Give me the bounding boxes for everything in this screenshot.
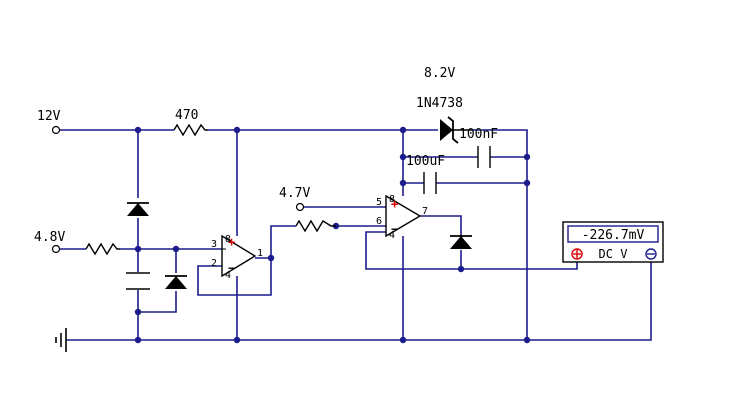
capacitor-100uf[interactable] — [423, 172, 437, 194]
meter-mode: DC V — [599, 247, 628, 261]
resistor-input[interactable] — [85, 242, 120, 256]
meter-reading: -226.7mV — [582, 228, 645, 243]
diode-output[interactable] — [450, 235, 472, 249]
label-4-8v: 4.8V — [34, 230, 65, 245]
label-12v: 12V — [37, 109, 61, 124]
opamp2-pin-vplus: 8 — [389, 194, 395, 205]
opamp2-pin-vminus: 4 — [389, 230, 395, 241]
multimeter[interactable]: -226.7mV DC V — [562, 221, 664, 263]
junction-node — [399, 126, 407, 134]
capacitor-left[interactable] — [126, 272, 150, 290]
opamp1-pin-vplus: 8 — [225, 234, 231, 245]
terminal-4-7v[interactable] — [295, 202, 305, 212]
label-cap-100uf: 100uF — [406, 154, 445, 169]
junction-node — [233, 126, 241, 134]
ground-symbol — [55, 328, 67, 352]
diode-left[interactable] — [127, 202, 149, 216]
label-resistor-470: 470 — [175, 108, 198, 123]
svg-text:+: + — [391, 197, 398, 211]
junction-node — [523, 336, 531, 344]
opamp2-pin-out: 7 — [422, 206, 428, 217]
junction-node — [399, 179, 407, 187]
opamp-2[interactable]: + − 5 6 7 8 4 — [376, 194, 428, 241]
junction-node — [172, 245, 180, 253]
terminal-4-8v[interactable] — [51, 244, 61, 254]
opamp2-pin-minus: 6 — [376, 216, 382, 227]
opamp2-pin-plus: 5 — [376, 197, 382, 208]
opamp1-pin-vminus: 4 — [225, 270, 231, 281]
capacitor-100nf[interactable] — [477, 146, 491, 168]
label-zener-voltage: 8.2V — [424, 66, 455, 81]
terminal-12v[interactable] — [51, 125, 61, 135]
junction-node — [134, 308, 142, 316]
opamp1-pin-minus: 2 — [211, 258, 217, 269]
junction-node — [523, 179, 531, 187]
junction-node — [457, 265, 465, 273]
junction-node — [134, 245, 142, 253]
wires — [58, 129, 652, 341]
opamp1-pin-plus: 3 — [211, 239, 217, 250]
opamp1-pin-out: 1 — [257, 248, 263, 259]
junction-node — [134, 336, 142, 344]
input-terminals — [51, 125, 305, 254]
meter-positive-terminal-icon[interactable] — [571, 248, 583, 260]
junction-node — [399, 336, 407, 344]
zener-left[interactable] — [165, 275, 187, 289]
svg-text:−: − — [228, 261, 235, 275]
label-4-7v: 4.7V — [279, 186, 310, 201]
label-zener-part: 1N4738 — [416, 96, 463, 111]
junction-node — [523, 153, 531, 161]
zener-1n4738[interactable] — [440, 116, 472, 144]
junction-nodes — [134, 126, 531, 344]
resistor-470[interactable] — [173, 123, 208, 137]
resistor-interstage[interactable] — [295, 219, 336, 233]
svg-text:−: − — [391, 222, 398, 236]
label-cap-100nf: 100nF — [459, 127, 498, 142]
junction-node — [233, 336, 241, 344]
meter-negative-terminal-icon[interactable] — [645, 248, 657, 260]
opamp-1[interactable]: + − 3 2 1 8 4 — [211, 234, 263, 281]
svg-text:+: + — [228, 235, 235, 249]
junction-node — [399, 153, 407, 161]
junction-node — [134, 126, 142, 134]
junction-node — [267, 254, 275, 262]
